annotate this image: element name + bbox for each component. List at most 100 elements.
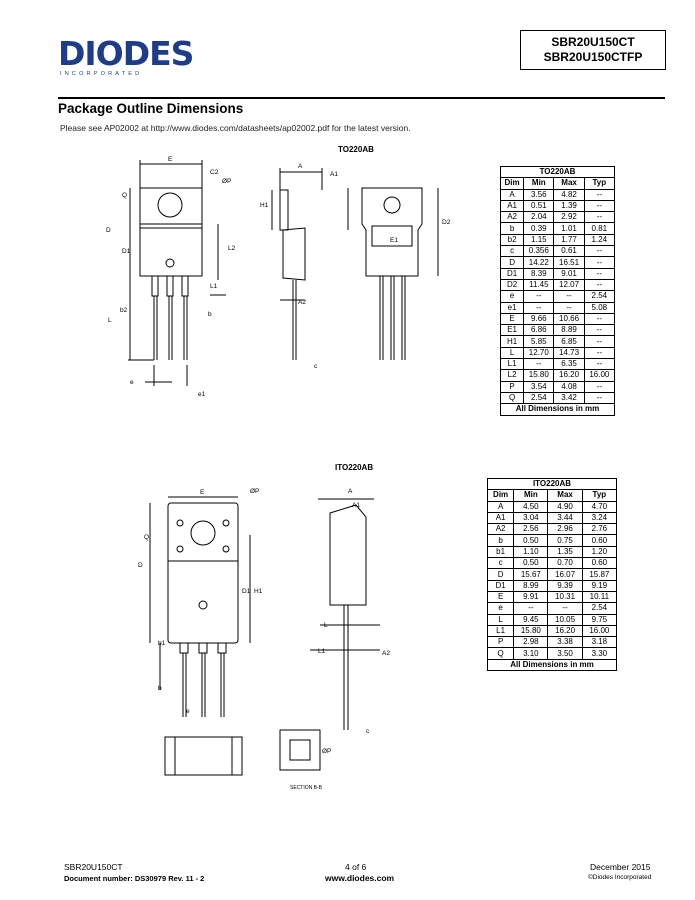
pkg1-dim-L2: L2	[228, 245, 236, 252]
pkg1-table-cell: --	[583, 358, 616, 371]
pkg1-table-cell: 5.85	[523, 335, 555, 348]
pkg2-table-cell: 9.39	[547, 579, 583, 592]
pkg2-table-cell: 0.60	[581, 557, 618, 570]
pkg1-table-cell: E1	[499, 324, 525, 337]
pkg2-table-cell: 1.10	[513, 545, 549, 559]
pkg1-table-cell: D	[499, 256, 525, 269]
section-rule	[58, 97, 665, 99]
pkg2-table-cell: Q	[486, 647, 515, 660]
pkg1-dim-C2: C2	[210, 169, 219, 176]
pkg1-table-cell: 14.22	[523, 256, 555, 269]
pkg2-table-cell: L1	[486, 624, 515, 638]
pkg2-table-cell: e	[486, 602, 515, 615]
pkg1-table-cell: 3.54	[523, 380, 555, 393]
pkg2-table-cell: A1	[486, 511, 515, 525]
pkg2-table-cell: A	[486, 500, 515, 513]
pkg1-table-cell: 11.45	[523, 278, 555, 292]
pkg1-dim-A: A	[298, 163, 303, 170]
diodes-logo: DIODES INCORPORATED	[58, 34, 194, 80]
part-number-2: SBR20U150CTFP	[543, 50, 643, 64]
pkg2-table-cell: D1	[486, 579, 515, 592]
part-number-1: SBR20U150CT	[551, 35, 635, 49]
pkg1-table-cell: b	[499, 222, 525, 235]
pkg1-table-cell: --	[583, 278, 616, 292]
pkg2-table-cell: A2	[486, 523, 515, 536]
pkg1-table-cell: P	[499, 380, 525, 393]
pkg2-dim-D1: D1	[242, 588, 251, 595]
pkg1-dim-e1: e1	[198, 391, 206, 398]
pkg2-table-cell: L	[486, 613, 515, 626]
pkg1-table-cell: 1.15	[523, 233, 555, 247]
pkg2-table-cell: c	[486, 557, 515, 570]
pkg1-table-cell: L2	[499, 369, 525, 382]
pkg1-dim-H1: H1	[260, 202, 269, 209]
pkg2-col-min: Min	[513, 489, 549, 502]
pkg2-table-cell: --	[547, 602, 583, 615]
pkg1-table-cell: H1	[499, 335, 525, 348]
pkg1-table-cell: 16.20	[553, 369, 585, 382]
pkg1-dim-L: L	[108, 317, 112, 324]
pkg2-table-cell: 1.35	[547, 545, 583, 559]
pkg2-table-cell: 3.30	[581, 647, 618, 660]
pkg1-table-cell: L	[499, 346, 525, 360]
section-title: Package Outline Dimensions	[58, 101, 244, 116]
pkg1-table-cell: A2	[499, 211, 525, 224]
pkg2-dim-A: A	[348, 488, 353, 495]
pkg1-table-cell: A	[499, 188, 525, 201]
pkg2-col-max: Max	[547, 489, 583, 502]
pkg1-table-cell: D2	[499, 278, 525, 292]
pkg1-dim-b2: b2	[120, 307, 128, 314]
section-note: Please see AP02002 at http://www.diodes.…	[60, 123, 411, 133]
pkg1-table-cell: --	[583, 380, 616, 393]
ito220ab-drawing: E ØP Q D D1 H1 b1 b e A A1 A2 L L1 c ØP …	[138, 488, 390, 791]
pkg2-table-cell: 2.54	[581, 602, 618, 615]
pkg1-body	[139, 223, 203, 277]
pkg2-mount-hole	[190, 520, 216, 546]
pkg2-table-cell: 0.50	[513, 557, 549, 570]
pkg2-table-cell: D	[486, 568, 515, 581]
pkg1-table-cell: --	[523, 290, 555, 303]
pkg1-table-cell: 2.92	[553, 211, 585, 224]
pkg1-table-cell: 6.35	[553, 358, 585, 371]
pkg1-table-cell: 5.08	[583, 301, 616, 314]
pkg2-table-cell: 0.60	[581, 534, 618, 547]
pkg2-table-cell: 0.50	[513, 534, 549, 547]
pkg2-table-row: e----2.54	[486, 602, 618, 615]
pkg1-dim-E1: E1	[390, 237, 398, 244]
footer-url[interactable]: www.diodes.com	[325, 873, 395, 883]
pkg2-section-label: SECTION B-B	[290, 785, 323, 791]
pkg2-col-dim: Dim	[486, 489, 515, 502]
pkg2-table-cell: 3.10	[513, 647, 549, 660]
pkg2-dim-P-section: ØP	[322, 748, 331, 755]
pkg1-table-cell: E	[499, 312, 525, 326]
pkg1-table-cell: --	[583, 188, 616, 201]
pkg1-dim-c: c	[314, 363, 318, 370]
pkg1-table-cell: --	[583, 211, 616, 224]
pkg1-table-cell: A1	[499, 199, 525, 213]
pkg2-table-title: ITO220AB	[487, 477, 617, 491]
pkg2-table-cell: b	[486, 534, 515, 547]
footer-doc: Document number: DS30979 Rev. 11 - 2	[64, 874, 205, 883]
pkg1-table-cell: e1	[499, 301, 525, 314]
pkg2-table-cell: 15.67	[513, 568, 549, 581]
pkg2-table-cell: 0.70	[547, 557, 583, 570]
pkg1-dim-e: e	[130, 379, 134, 386]
pkg1-dim-E: E	[168, 156, 173, 163]
pkg1-dim-P: ØP	[222, 178, 231, 185]
pkg2-table-cell: 2.98	[513, 636, 549, 649]
